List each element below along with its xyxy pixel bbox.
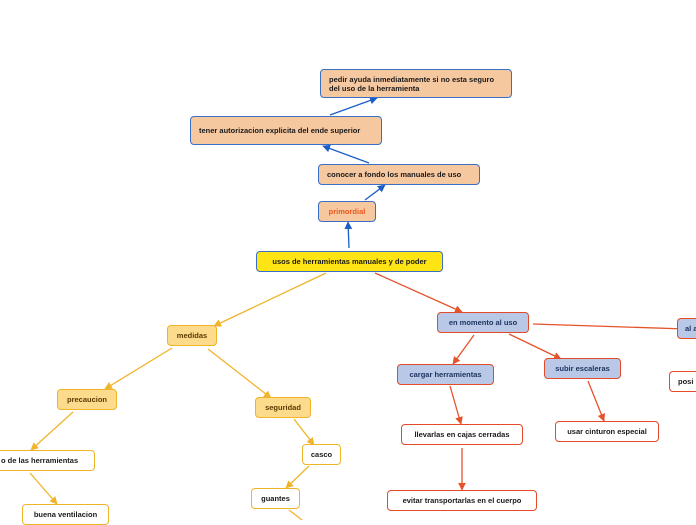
link-casco-guantes — [285, 465, 310, 489]
link-medidas-seguridad — [207, 348, 272, 399]
node-guantes[interactable]: guantes — [251, 488, 300, 509]
link-uso-ventilacion — [29, 472, 58, 505]
link-seguridad-casco — [293, 418, 315, 446]
node-conocer[interactable]: conocer a fondo los manuales de uso — [318, 164, 480, 185]
node-momento[interactable]: en momento al uso — [437, 312, 529, 333]
node-seguridad[interactable]: seguridad — [255, 397, 311, 418]
node-cajas[interactable]: llevarlas en cajas cerradas — [401, 424, 523, 445]
link-guantes-next — [288, 509, 303, 520]
link-precaucion-uso — [30, 411, 74, 451]
node-autorizacion[interactable]: tener autorizacion explicita del ende su… — [190, 116, 382, 145]
link-root-medidas — [213, 272, 327, 327]
node-al[interactable]: al a — [677, 318, 696, 339]
link-momento-al — [532, 323, 687, 333]
node-ventilacion[interactable]: buena ventilacion — [22, 504, 109, 525]
node-casco[interactable]: casco — [302, 444, 341, 465]
link-primordial-conocer — [364, 184, 386, 201]
node-cinturon[interactable]: usar cinturon especial — [555, 421, 659, 442]
link-root-primordial — [344, 221, 353, 249]
node-transportarlas[interactable]: evitar transportarlas en el cuerpo — [387, 490, 537, 511]
node-ayuda[interactable]: pedir ayuda inmediatamente si no esta se… — [320, 69, 512, 98]
node-primordial[interactable]: primordial — [318, 201, 376, 222]
link-momento-escaleras — [508, 333, 562, 360]
node-escaleras[interactable]: subir escaleras — [544, 358, 621, 379]
link-conocer-autorizacion — [322, 144, 370, 164]
link-autorizacion-ayuda — [329, 96, 378, 116]
node-cargar[interactable]: cargar herramientas — [397, 364, 494, 385]
node-uso-herramientas[interactable]: o de las herramientas — [0, 450, 95, 471]
link-root-momento — [374, 272, 463, 313]
node-medidas[interactable]: medidas — [167, 325, 217, 346]
link-medidas-precaucion — [104, 347, 173, 390]
link-cargar-cajas — [449, 385, 463, 425]
node-posi[interactable]: posi — [669, 371, 696, 392]
link-momento-cargar — [452, 334, 475, 365]
node-precaucion[interactable]: precaucion — [57, 389, 117, 410]
node-root[interactable]: usos de herramientas manuales y de poder — [256, 251, 443, 272]
link-escaleras-cinturon — [587, 380, 606, 422]
